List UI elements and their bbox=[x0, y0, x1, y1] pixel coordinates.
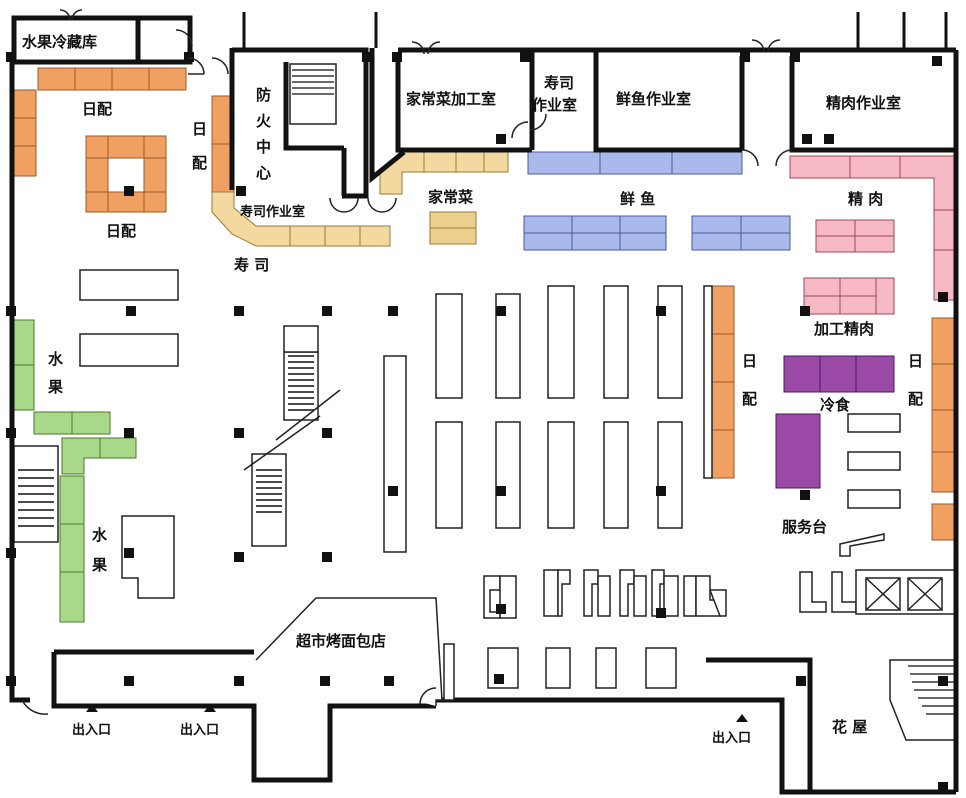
daily-vertical-left-2: 配 bbox=[192, 154, 207, 172]
fruit-upper-2: 果 bbox=[47, 378, 64, 396]
flower-shop-label: 花 屋 bbox=[832, 718, 867, 736]
fish-zone bbox=[523, 151, 791, 251]
daily-right-vertical-zone bbox=[931, 317, 957, 541]
daily-mid-vertical-zone bbox=[711, 285, 735, 479]
escalator-down bbox=[243, 415, 321, 547]
processed-meat-label: 加工精肉 bbox=[813, 320, 874, 338]
entrance-arrow-icon bbox=[204, 704, 216, 712]
daily-island-zone bbox=[85, 135, 167, 213]
daily-top-left-zone bbox=[11, 67, 187, 177]
daily-right-1: 日 bbox=[908, 352, 923, 370]
daily-island-label: 日配 bbox=[106, 222, 136, 240]
entrance-label[interactable]: 出入口 bbox=[180, 722, 219, 738]
structural-columns bbox=[6, 52, 948, 792]
entrance-arrow-icon bbox=[86, 704, 98, 712]
entrance-arrow-icon bbox=[736, 714, 748, 722]
daily-right-2: 配 bbox=[908, 390, 923, 408]
stairs-fire-center bbox=[289, 63, 337, 125]
meat-label: 精 肉 bbox=[848, 190, 883, 208]
daily-mid-1: 日 bbox=[742, 352, 757, 370]
sushi-workroom-label: 寿司作业室 bbox=[240, 204, 305, 220]
entrance-label[interactable]: 出入口 bbox=[712, 730, 751, 746]
fire-center-label-4: 心 bbox=[256, 164, 271, 182]
fire-center-label-2: 火 bbox=[256, 112, 272, 130]
fruit-cold-storage-label: 水果冷藏库 bbox=[22, 33, 97, 51]
meat-workroom-label: 精肉作业室 bbox=[826, 94, 901, 112]
fresh-fish-label: 鲜 鱼 bbox=[620, 190, 655, 208]
fire-center-label-1: 防 bbox=[256, 86, 271, 104]
fruit-upper-1: 水 bbox=[48, 350, 64, 368]
doors bbox=[21, 9, 793, 715]
stairs-flower-shop bbox=[889, 659, 957, 741]
deli-counter-zone bbox=[379, 151, 509, 245]
deli-label: 家常菜 bbox=[428, 188, 473, 206]
walls bbox=[9, 12, 959, 795]
processed-meat-zone bbox=[803, 277, 895, 315]
sushi-label: 寿 司 bbox=[234, 256, 269, 274]
sushi-zone bbox=[211, 191, 391, 247]
fruit-zone bbox=[11, 319, 137, 623]
bakery-label: 超市烤面包店 bbox=[295, 632, 386, 650]
crossed-storage-boxes bbox=[855, 569, 957, 615]
frozen-food-label: 冷食 bbox=[820, 396, 851, 414]
stairs-left bbox=[13, 445, 59, 543]
fish-workroom-label: 鲜鱼作业室 bbox=[616, 90, 691, 108]
frozen-food-zone bbox=[775, 355, 895, 489]
fruit-lower-2: 果 bbox=[91, 556, 108, 574]
entrance-label[interactable]: 出入口 bbox=[72, 722, 111, 738]
entrance-arrows bbox=[86, 704, 748, 722]
labels: 水果冷藏库 日配 日配 日 配 防 火 中 心 寿司作业室 寿 司 家常菜加工室… bbox=[22, 33, 923, 746]
service-counter-label: 服务台 bbox=[782, 518, 827, 536]
bakery-divider bbox=[443, 643, 455, 701]
fire-center-label-3: 中 bbox=[256, 138, 271, 156]
fruit-lower-1: 水 bbox=[92, 526, 108, 544]
sushi-workroom-top-2: 作业室 bbox=[532, 96, 577, 114]
bakery-outline bbox=[255, 597, 443, 706]
escalator-up bbox=[275, 325, 341, 441]
daily-top-left-label: 日配 bbox=[82, 100, 112, 118]
daily-vertical-left-1: 日 bbox=[192, 120, 207, 138]
daily-mid-2: 配 bbox=[742, 390, 757, 408]
deli-processing-label: 家常菜加工室 bbox=[406, 90, 496, 108]
shelving-units bbox=[79, 269, 901, 689]
sushi-workroom-top-1: 寿司 bbox=[544, 74, 574, 92]
